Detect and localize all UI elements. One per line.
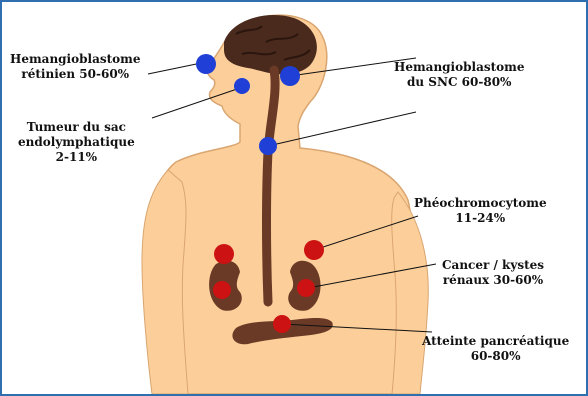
label-cns-line1: Hemangioblastome — [394, 60, 524, 75]
label-cns: Hemangioblastome du SNC 60-80% — [394, 60, 524, 90]
marker-pancreas — [273, 315, 291, 333]
label-retina-line1: Hemangioblastome — [10, 52, 140, 67]
marker-retina — [196, 54, 216, 74]
marker-kidney-right — [297, 279, 315, 297]
marker-adrenal-left — [214, 244, 234, 264]
left-arm — [142, 170, 188, 394]
label-retina: Hemangioblastome rétinien 50-60% — [10, 52, 140, 82]
marker-endolymphatic — [234, 78, 250, 94]
label-renal: Cancer / kystes rénaux 30-60% — [442, 258, 544, 288]
label-endolymphatic: Tumeur du sac endolymphatique 2-11% — [18, 120, 135, 165]
label-retina-line2: rétinien 50-60% — [10, 67, 140, 82]
label-cns-line2: du SNC 60-80% — [394, 75, 524, 90]
brain — [224, 15, 317, 74]
label-pancreas-line2: 60-80% — [422, 349, 569, 364]
label-endolymphatic-line2: endolymphatique — [18, 135, 135, 150]
marker-spine — [259, 137, 277, 155]
label-endolymphatic-line1: Tumeur du sac — [18, 120, 135, 135]
marker-cns — [280, 66, 300, 86]
label-renal-line1: Cancer / kystes — [442, 258, 544, 273]
marker-kidney-left — [213, 281, 231, 299]
label-pheo-line2: 11-24% — [414, 211, 547, 226]
label-endolymphatic-line3: 2-11% — [18, 150, 135, 165]
label-pancreas: Atteinte pancréatique 60-80% — [422, 334, 569, 364]
label-renal-line2: rénaux 30-60% — [442, 273, 544, 288]
label-pancreas-line1: Atteinte pancréatique — [422, 334, 569, 349]
label-pheo: Phéochromocytome 11-24% — [414, 196, 547, 226]
marker-adrenal-right — [304, 240, 324, 260]
label-pheo-line1: Phéochromocytome — [414, 196, 547, 211]
